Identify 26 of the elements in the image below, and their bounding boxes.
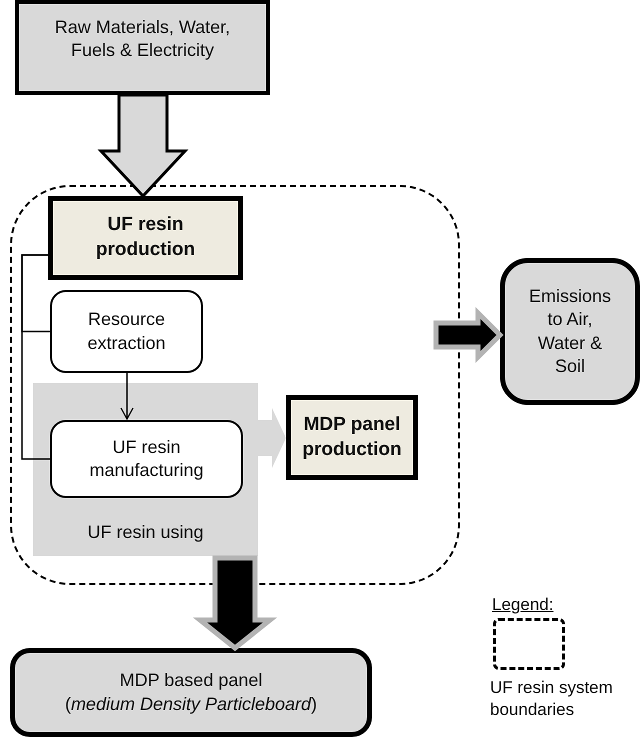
node-text: Emissions to Air, Water & Soil xyxy=(528,284,612,378)
block-arrow xyxy=(434,306,504,364)
process-box xyxy=(50,420,243,498)
node-text: UF resin production xyxy=(94,213,196,262)
process-box xyxy=(48,196,243,280)
node-text: Raw Materials, Water, Fuels & Electricity xyxy=(54,16,232,62)
node-text: UF resin using xyxy=(87,520,204,544)
node-text: (medium Density Particleboard) xyxy=(64,692,318,716)
system-boundary xyxy=(10,185,460,585)
node-text: MDP panel production xyxy=(301,412,403,462)
block-arrow xyxy=(98,94,188,198)
arrow xyxy=(120,373,134,420)
output-box xyxy=(500,258,640,405)
process-box xyxy=(286,395,418,480)
block-arrow xyxy=(192,556,278,652)
node-text: MDP based panel xyxy=(120,669,262,692)
node-text: UF resin manufacturing xyxy=(88,436,205,482)
legend-heading: Legend: xyxy=(492,594,554,616)
input-box xyxy=(15,0,270,95)
output-box xyxy=(10,648,372,737)
process-box xyxy=(50,290,203,373)
node-text: Resource extraction xyxy=(86,308,167,354)
legend-text: UF resin system boundaries xyxy=(490,677,614,722)
block-arrow xyxy=(258,408,286,468)
connector-line xyxy=(21,254,50,460)
stage-band xyxy=(33,383,258,556)
